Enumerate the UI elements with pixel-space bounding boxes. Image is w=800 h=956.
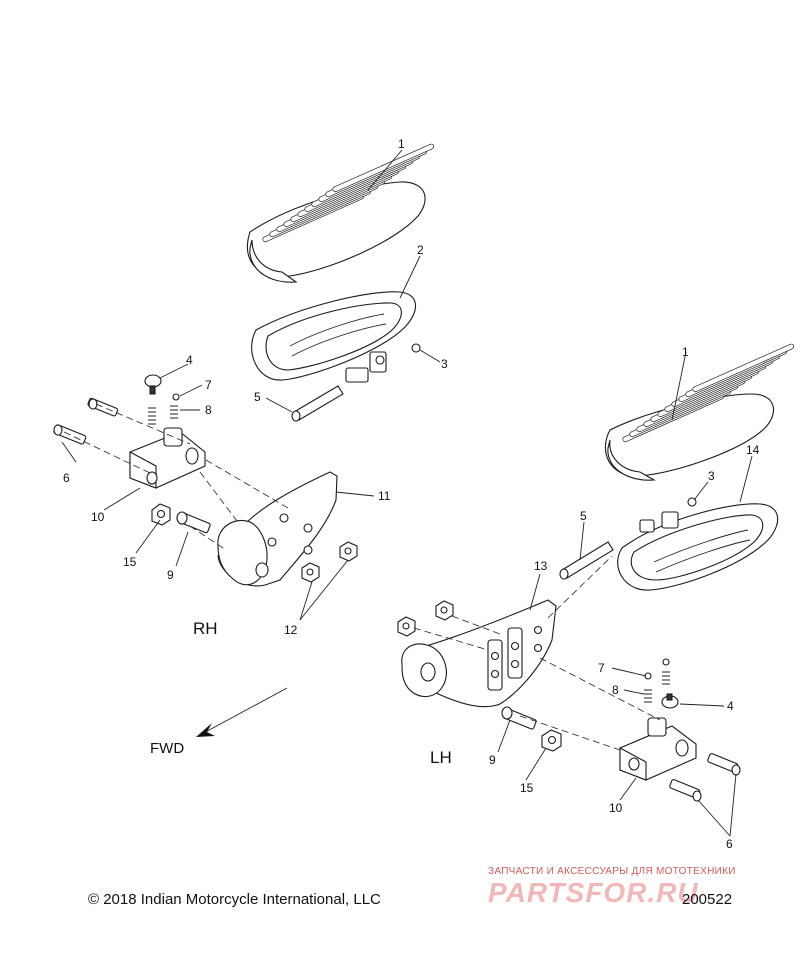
floorboard-pan-rh bbox=[251, 291, 417, 383]
nut-rh-a bbox=[301, 562, 320, 583]
callout-8-lh: 8 bbox=[612, 683, 619, 697]
flange-nut-rh bbox=[151, 503, 171, 526]
bolt-rh-upper bbox=[87, 397, 119, 417]
pivot-bolt-rh bbox=[176, 511, 211, 534]
callout-13: 13 bbox=[534, 559, 548, 573]
detent-plunger-rh bbox=[144, 374, 162, 395]
callout-1-rh: 1 bbox=[398, 137, 405, 151]
watermark-tagline: ЗАПЧАСТИ И АКСЕССУАРЫ ДЛЯ МОТОТЕХНИКИ bbox=[488, 866, 736, 877]
floorboard-pad-lh bbox=[604, 343, 795, 481]
callout-11: 11 bbox=[378, 489, 391, 503]
callout-3-lh: 3 bbox=[708, 469, 715, 483]
callout-10-rh: 10 bbox=[91, 510, 105, 524]
callout-5-lh: 5 bbox=[580, 509, 587, 523]
callout-1-lh: 1 bbox=[682, 345, 689, 359]
nut-rh-b bbox=[339, 541, 358, 562]
bolt-lh-lower bbox=[669, 779, 702, 802]
spring-rh-b bbox=[148, 407, 156, 425]
copyright-text: © 2018 Indian Motorcycle International, … bbox=[88, 891, 381, 908]
support-arm-rh bbox=[217, 471, 338, 587]
floorboard-pan-lh bbox=[617, 503, 779, 591]
callout-9-rh: 9 bbox=[167, 568, 174, 582]
mount-block-lh bbox=[619, 717, 697, 781]
label-fwd: FWD bbox=[150, 740, 184, 757]
leader-lines bbox=[61, 149, 753, 837]
callout-6-lh: 6 bbox=[726, 837, 733, 851]
bolt-lh-upper bbox=[707, 753, 741, 776]
o-ring-rh bbox=[411, 343, 421, 353]
mount-block-rh bbox=[129, 427, 206, 489]
diagram-number: 200522 bbox=[682, 891, 732, 908]
callout-4-rh: 4 bbox=[186, 353, 193, 367]
callout-7-rh: 7 bbox=[205, 378, 212, 392]
callout-3-rh: 3 bbox=[441, 357, 448, 371]
flange-nut-lh bbox=[541, 729, 562, 752]
forward-arrow bbox=[196, 687, 288, 737]
pivot-pin-rh bbox=[291, 385, 344, 422]
callout-7-lh: 7 bbox=[598, 661, 605, 675]
pivot-pin-lh bbox=[559, 541, 614, 580]
spring-lh-a bbox=[644, 689, 652, 703]
detent-plunger-lh bbox=[661, 693, 679, 709]
callout-15-rh: 15 bbox=[123, 555, 137, 569]
callout-14: 14 bbox=[746, 443, 760, 457]
ball-lh-b bbox=[662, 658, 670, 666]
support-arm-lh bbox=[401, 599, 557, 708]
callout-2: 2 bbox=[417, 243, 424, 257]
label-lh: LH bbox=[430, 748, 452, 767]
watermark-logo: PARTSFOR.RU bbox=[488, 877, 699, 908]
callout-8-rh: 8 bbox=[205, 403, 212, 417]
callout-4-lh: 4 bbox=[727, 699, 734, 713]
spring-lh-b bbox=[662, 671, 670, 685]
callout-10-lh: 10 bbox=[609, 801, 623, 815]
callout-5-rh: 5 bbox=[254, 390, 261, 404]
callout-9-lh: 9 bbox=[489, 753, 496, 767]
pivot-bolt-lh bbox=[501, 706, 537, 730]
pad-rib bbox=[692, 343, 795, 393]
floorboard-pad-rh bbox=[246, 143, 435, 283]
label-rh: RH bbox=[193, 619, 218, 638]
callout-12: 12 bbox=[284, 623, 298, 637]
spring-rh-a bbox=[170, 405, 178, 419]
ball-rh bbox=[172, 393, 180, 401]
nut-lh-b bbox=[397, 616, 416, 637]
nut-lh-a bbox=[435, 600, 454, 621]
callout-6-rh: 6 bbox=[63, 471, 70, 485]
callout-15-lh: 15 bbox=[520, 781, 534, 795]
